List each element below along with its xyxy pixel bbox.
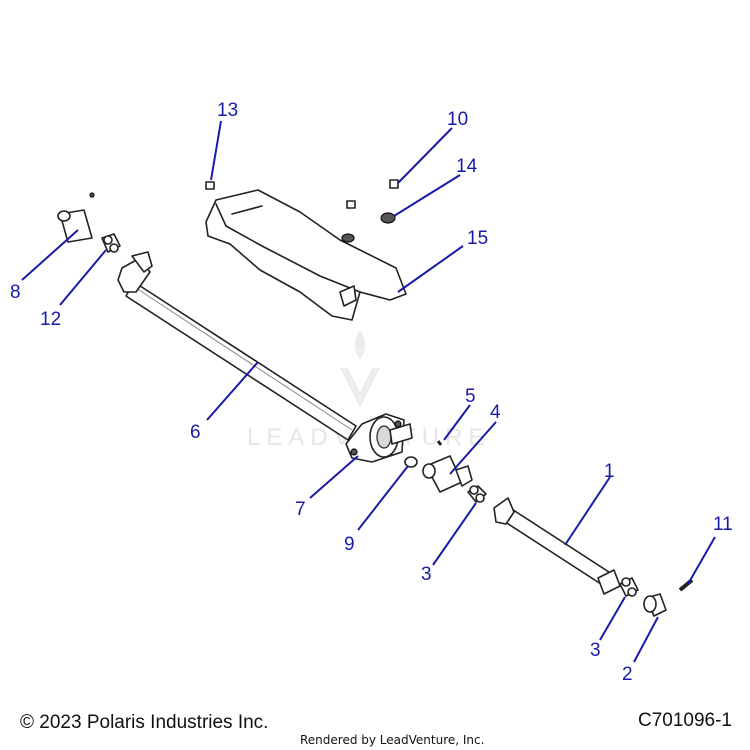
callout-4: 4: [490, 402, 501, 423]
part-13-bolt: [205, 181, 215, 190]
copyright-notice: © 2023 Polaris Industries Inc.: [20, 712, 269, 733]
callout-6: 6: [190, 422, 201, 443]
leader-3b: [599, 596, 626, 641]
rendered-by-credit: Rendered by LeadVenture, Inc.: [300, 733, 485, 747]
callout-10: 10: [447, 109, 468, 130]
leader-11: [687, 536, 716, 585]
part-5-pin: [436, 440, 443, 446]
leader-lines: [21, 120, 716, 663]
part-8-front-yoke: [57, 192, 95, 243]
callout-7: 7: [295, 499, 306, 520]
loose-washer-b: [341, 233, 355, 243]
leader-14: [393, 174, 461, 217]
watermark-logo-icon: [340, 330, 380, 408]
part-1-rear-shaft: [493, 497, 621, 595]
part-3-u-joint-lower: [619, 577, 639, 597]
callout-9: 9: [344, 534, 355, 555]
callout-1: 1: [604, 461, 615, 482]
leader-10: [397, 127, 453, 184]
leader-1: [564, 476, 611, 546]
leader-13: [210, 120, 222, 181]
leader-12: [59, 249, 107, 306]
callout-3-upper: 3: [421, 564, 432, 585]
leader-3a: [432, 502, 477, 566]
leader-4: [449, 421, 497, 475]
callout-labels: 1 2 3 3 4 5 6 7 8 9 10 11 12 13 14 15: [10, 100, 733, 685]
callout-2: 2: [622, 664, 633, 685]
leader-8: [21, 229, 79, 281]
callout-13: 13: [217, 100, 238, 121]
part-9-o-ring: [404, 456, 418, 468]
part-7-carrier-bearing: [345, 413, 413, 463]
callout-5: 5: [465, 386, 476, 407]
part-3-u-joint-upper: [467, 485, 487, 503]
part-6-drive-shaft: [117, 251, 357, 441]
part-12-u-joint: [101, 233, 121, 253]
part-10-bolt: [389, 179, 399, 189]
leader-2: [633, 616, 659, 663]
part-15-shaft-guard: [205, 189, 407, 321]
leader-9: [357, 465, 409, 531]
callout-3-lower: 3: [590, 640, 601, 661]
loose-nut-a: [346, 200, 356, 209]
part-4-slip-yoke: [422, 455, 473, 493]
leader-15: [397, 245, 464, 293]
callout-12: 12: [40, 309, 61, 330]
callout-8: 8: [10, 282, 21, 303]
callout-11: 11: [713, 514, 733, 535]
leader-6: [206, 361, 259, 421]
part-2-yoke: [643, 593, 667, 617]
leader-7: [309, 455, 359, 499]
part-14-washer: [380, 212, 396, 224]
leader-5: [443, 404, 471, 441]
callout-14: 14: [456, 156, 478, 177]
figure-id: C701096-1: [637, 710, 732, 731]
callout-15: 15: [467, 228, 488, 249]
